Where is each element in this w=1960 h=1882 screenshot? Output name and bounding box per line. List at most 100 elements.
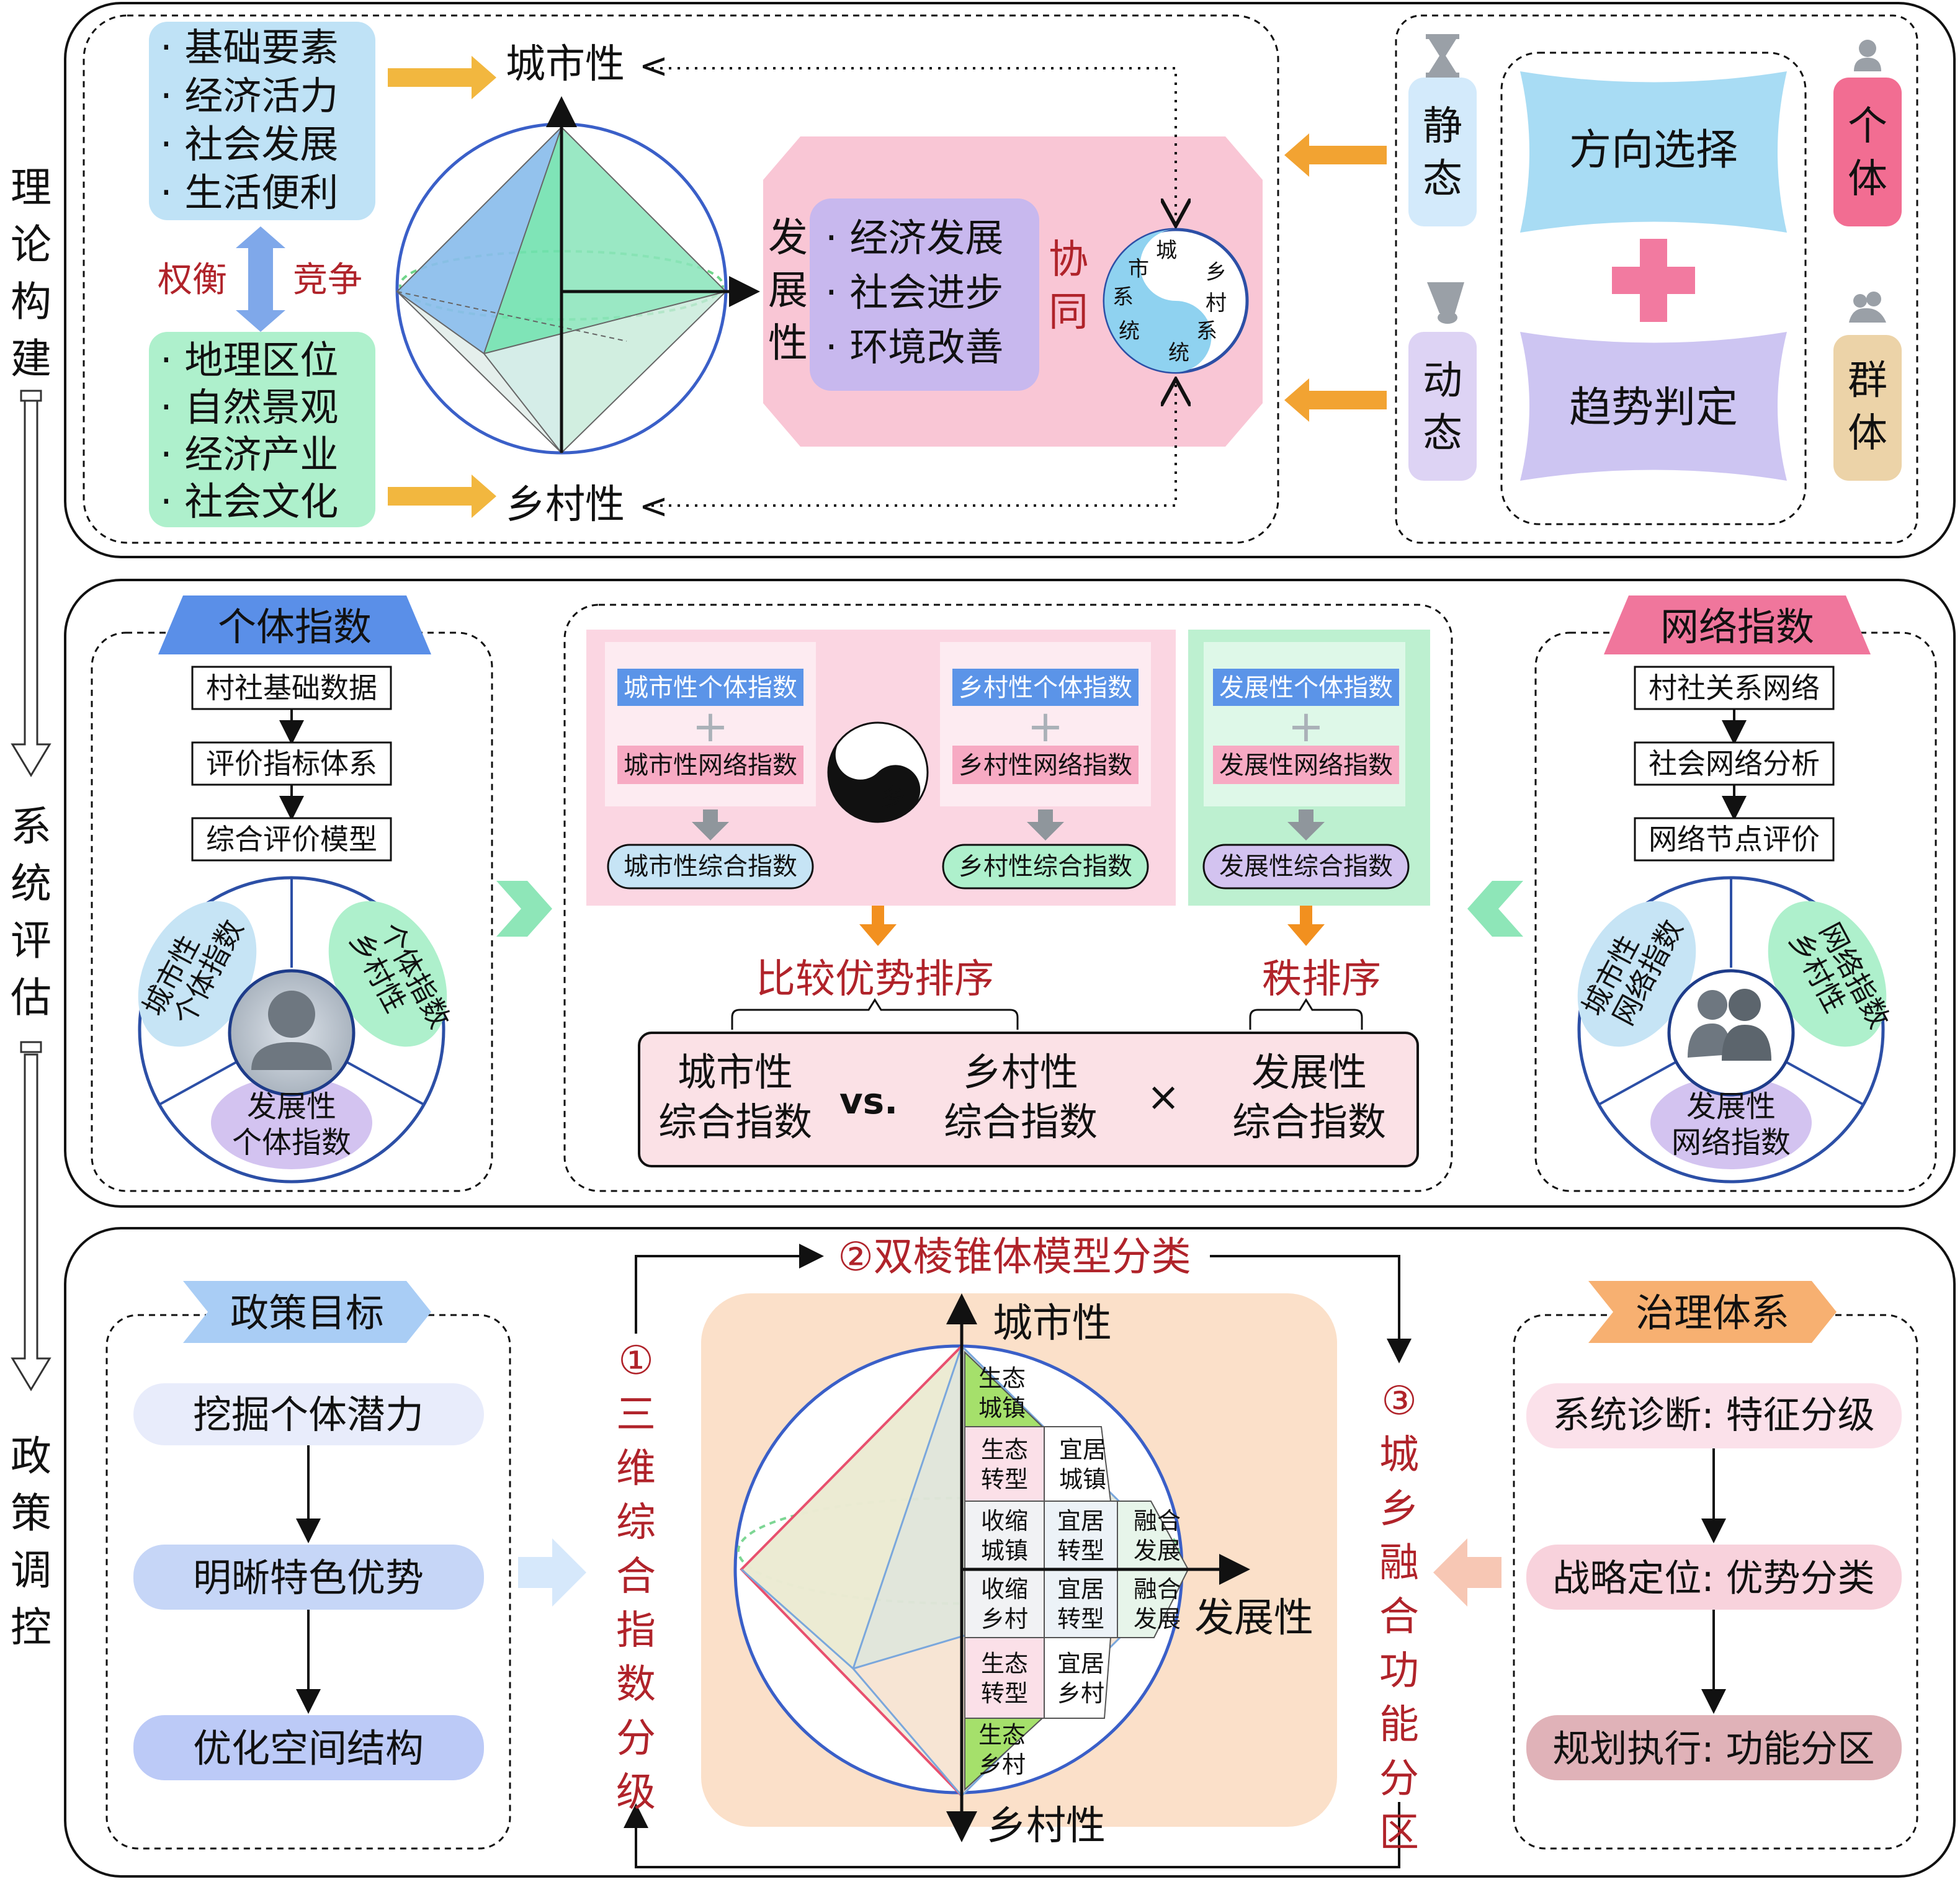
arrow-to-urbanity — [388, 56, 496, 99]
gov-3-box — [1526, 1715, 1902, 1780]
grid-cell-label: 融合 — [1134, 1507, 1181, 1535]
side-label-evaluation-char: 统 — [11, 860, 51, 908]
individual-box — [1833, 78, 1902, 226]
grid-cell-label: 宜居 — [1059, 1436, 1106, 1463]
dev-composite-index-label: 发展性综合指数 — [1219, 852, 1393, 881]
compare-rank-label: 比较优势排序 — [756, 957, 994, 1002]
dev-network-index-box — [1213, 746, 1399, 784]
side-label-theory-char: 建 — [11, 335, 51, 383]
individual-index-banner — [158, 595, 431, 654]
policy-goal-banner — [183, 1281, 431, 1343]
grid-cell-label: 转型 — [981, 1466, 1028, 1493]
development-label-char: 发 — [768, 215, 808, 261]
policy-goal-title: 政策目标 — [230, 1290, 384, 1336]
octahedron-model — [395, 96, 760, 455]
plus-icon: + — [1027, 701, 1064, 752]
individual-step-label: 村社基础数据 — [206, 671, 377, 705]
development-item: · 经济发展 — [825, 215, 1003, 261]
arrow-goal-to-model — [518, 1538, 586, 1607]
network-index-banner — [1604, 595, 1871, 654]
side-label-policy-char: 调 — [11, 1546, 51, 1594]
rural-composite-index-label: 乡村性综合指数 — [959, 852, 1132, 881]
step1-char: 综 — [616, 1500, 656, 1546]
order-rank-label: 秩排序 — [1262, 957, 1381, 1002]
rural-composite-line: 综合指数 — [944, 1099, 1098, 1144]
group-box — [1833, 335, 1902, 481]
network-step-box — [1634, 741, 1835, 786]
step2-title: ②双棱锥体模型分类 — [838, 1234, 1191, 1280]
dev-individual-index-box — [1213, 669, 1399, 706]
grid-cell-label: 城镇 — [1059, 1466, 1106, 1493]
network-index-title: 网络指数 — [1660, 604, 1814, 649]
taiji-urban-char: 统 — [1119, 319, 1140, 344]
model-rurality-label: 乡村性 — [987, 1803, 1106, 1849]
grid-cell-label: 宜居 — [1057, 1650, 1104, 1677]
side-label-evaluation-char: 估 — [11, 974, 51, 1022]
step3-char: 区 — [1379, 1810, 1419, 1856]
urban-composite-line: 城市性 — [678, 1050, 793, 1095]
governance-step-item: 战略定位: 优势分类 — [1552, 1557, 1874, 1600]
step3-char: 功 — [1379, 1648, 1419, 1694]
goal-3-box — [133, 1715, 484, 1780]
gov-2-box — [1526, 1545, 1902, 1610]
dev-individual-index-label: 发展性个体指数 — [1219, 674, 1393, 702]
arrow-dynamic — [1284, 378, 1387, 422]
urban-factor-item: · 经济活力 — [160, 73, 338, 118]
rurality-label: 乡村性 — [506, 482, 625, 528]
side-label-evaluation-char: 评 — [11, 917, 51, 965]
urban-rural-taiji — [1103, 228, 1249, 374]
urban-composite-line: 综合指数 — [658, 1099, 812, 1144]
taiji-urban-char: 市 — [1128, 257, 1149, 282]
development-item: · 社会进步 — [825, 270, 1003, 315]
static-char: 静 — [1423, 104, 1462, 149]
people-icon — [1849, 292, 1886, 323]
times-label: × — [1147, 1074, 1180, 1120]
tradeoff-double-arrow — [236, 226, 285, 332]
taiji-rural-char: 统 — [1168, 341, 1189, 365]
individual-step-box — [191, 666, 392, 710]
arrow-to-rurality — [388, 475, 496, 518]
rural-composite-line: 乡村性 — [963, 1050, 1078, 1095]
ind-pie-dev-line: 个体指数 — [232, 1125, 351, 1160]
grid-cell-label: 转型 — [1057, 1605, 1104, 1633]
urban-individual-index-label: 城市性个体指数 — [624, 674, 797, 702]
taiji-rural-char: 乡 — [1206, 260, 1227, 285]
small-taiji — [827, 721, 929, 823]
dev-composite-line: 发展性 — [1251, 1050, 1367, 1095]
gov-1-box — [1526, 1383, 1902, 1448]
grid-cell-label: 生态 — [981, 1650, 1028, 1677]
urban-factors-box — [149, 22, 375, 220]
person-icon — [1854, 40, 1881, 71]
grid-cell-label: 生态 — [978, 1365, 1026, 1392]
synergy-char: 同 — [1049, 290, 1088, 336]
network-pie — [1577, 876, 1887, 1184]
network-step-label: 村社关系网络 — [1649, 671, 1820, 705]
svg-text:<: < — [639, 46, 668, 86]
policy-goal-item: 明晰特色优势 — [193, 1555, 424, 1600]
static-box — [1408, 78, 1477, 226]
arrow-down-order — [1287, 906, 1325, 946]
governance-step-item: 规划执行: 功能分区 — [1552, 1728, 1874, 1771]
side-label-policy-char: 控 — [11, 1603, 51, 1651]
dev-composite-line: 综合指数 — [1232, 1099, 1386, 1144]
policy-goal-item: 优化空间结构 — [193, 1726, 424, 1771]
step1-char: 数 — [616, 1662, 656, 1708]
step1-char: 指 — [616, 1608, 656, 1654]
governance-title: 治理体系 — [1636, 1290, 1789, 1336]
dynamic-char: 动 — [1423, 358, 1462, 404]
individual-step-label: 综合评价模型 — [206, 823, 377, 856]
individual-char: 个 — [1848, 104, 1887, 149]
dynamic-box — [1408, 332, 1477, 481]
arrow-static — [1284, 133, 1387, 177]
step3-char: 分 — [1379, 1756, 1419, 1802]
rural-factor-item: · 自然景观 — [160, 385, 338, 430]
individual-step-box — [191, 741, 392, 786]
urban-factor-item: · 生活便利 — [160, 170, 338, 215]
classification-grid — [964, 1350, 1189, 1791]
network-step-label: 网络节点评价 — [1649, 823, 1820, 856]
plus-icon: + — [1288, 701, 1325, 752]
grid-cell-label: 转型 — [1057, 1537, 1104, 1564]
tradeoff-label: 权衡 — [158, 260, 227, 300]
